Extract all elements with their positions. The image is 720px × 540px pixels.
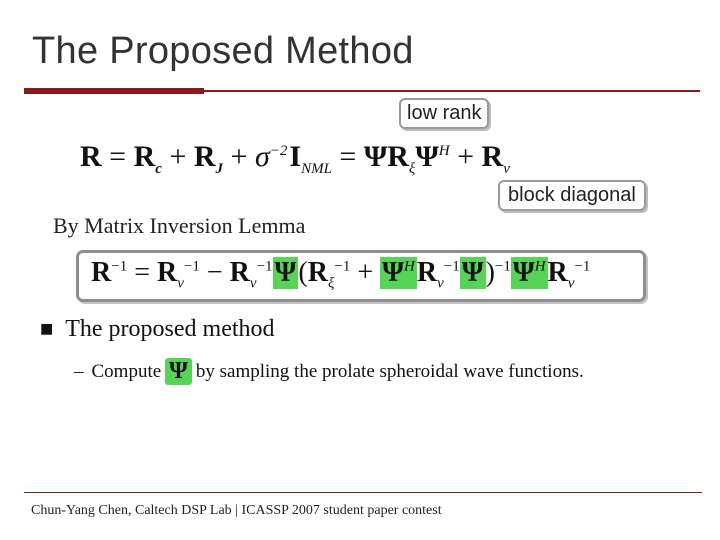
eq2-minus: −	[199, 257, 230, 288]
title-rule-thick	[24, 88, 204, 94]
eq2-lparen: (	[298, 257, 308, 288]
equation-covariance: R = Rc + RJ + σ−2 INML = Ψ Rξ ΨH + Rv	[80, 140, 510, 180]
eq2-Psi1: Ψ	[272, 257, 299, 289]
footer-rule	[24, 492, 702, 493]
dash-icon: –	[74, 360, 84, 382]
eq1-equals: =	[101, 140, 134, 173]
eq1-plus3: +	[449, 140, 482, 173]
sub-psi-symbol: Ψ	[165, 358, 192, 385]
square-bullet-icon: ■	[40, 321, 54, 337]
eq2-Rxiinv: Rξ−1	[307, 257, 351, 292]
page-title: The Proposed Method	[32, 30, 414, 72]
eq2-PsiH1: ΨH	[380, 257, 417, 289]
eq1-plus2: +	[223, 140, 255, 173]
eq1-Rv: Rv	[481, 140, 510, 177]
footer-text: Chun-Yang Chen, Caltech DSP Lab | ICASSP…	[31, 503, 442, 518]
sub-bullet-compute: – Compute Ψ by sampling the prolate sphe…	[74, 358, 584, 385]
eq2-PsiH2: ΨH	[510, 257, 548, 289]
equation-inverse-box: R−1 = Rv−1 − Rv−1 Ψ ( Rξ−1 + ΨH Rv−1 Ψ )…	[76, 250, 646, 302]
eq2-Rvinv4: Rv−1	[547, 257, 591, 292]
callout-block-diagonal: block diagonal	[498, 180, 646, 211]
eq2-rparen: )−1	[485, 257, 511, 288]
eq1-equals2: =	[331, 140, 364, 173]
eq1-sigma: σ−2	[254, 140, 288, 173]
eq2-Rvinv2: Rv−1	[229, 257, 273, 292]
bullet-text: The proposed method	[65, 316, 275, 342]
eq1-Psi: Ψ	[363, 140, 388, 173]
eq1-R: R	[80, 140, 102, 173]
bullet-proposed-method: ■ The proposed method	[40, 316, 275, 343]
eq1-I: INML	[289, 140, 332, 177]
eq2-equals: =	[127, 257, 157, 288]
lemma-text: By Matrix Inversion Lemma	[53, 213, 306, 238]
eq1-RJ: RJ	[193, 140, 224, 177]
eq1-plus1: +	[161, 140, 194, 173]
eq2-Rinv: R−1	[91, 257, 128, 288]
sub-suffix: by sampling the prolate spheroidal wave …	[195, 360, 584, 382]
eq2-Rvinv1: Rv−1	[157, 257, 200, 292]
eq2-Psi2: Ψ	[459, 257, 486, 289]
eq1-PsiH: ΨH	[415, 140, 450, 173]
sub-prefix: Compute	[91, 360, 162, 382]
eq2-plus: +	[350, 257, 381, 288]
eq1-Rxi: Rξ	[387, 140, 416, 177]
equation-inverse: R−1 = Rv−1 − Rv−1 Ψ ( Rξ−1 + ΨH Rv−1 Ψ )…	[91, 257, 590, 293]
callout-low-rank: low rank	[399, 98, 490, 129]
eq1-Rc: Rc	[133, 140, 162, 177]
eq2-Rvinv3: Rv−1	[416, 257, 460, 292]
title-rule-thin	[204, 90, 700, 92]
